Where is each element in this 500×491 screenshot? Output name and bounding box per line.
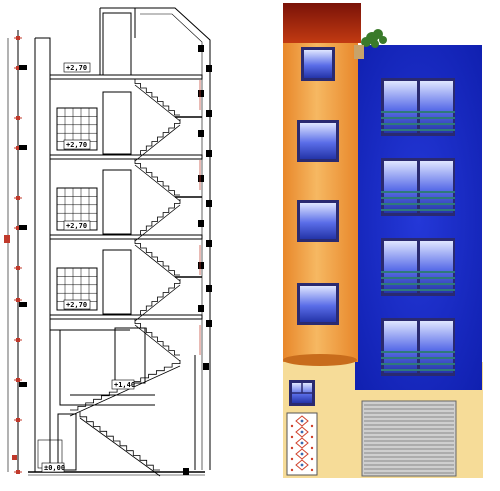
- interior-doors: [102, 12, 132, 315]
- section-outer-walls: [28, 7, 211, 476]
- level-label-4: +2,70: [66, 64, 87, 72]
- level-label-mezzanine: +1,40: [114, 381, 135, 389]
- ground-small-window: [289, 380, 315, 406]
- floor-slabs: [49, 74, 203, 331]
- tower-rounded-base: [283, 354, 357, 366]
- level-labels: +2,70 +2,70 +2,70 +2,70 +1,40 ±0,00: [41, 62, 135, 473]
- building-facade-elevation: [283, 3, 483, 478]
- tower-windows: [297, 47, 339, 325]
- roof-parapet: [283, 3, 361, 43]
- level-tag: +2,70: [63, 62, 91, 73]
- ground-floor-detail: [37, 327, 155, 471]
- wing-windows: [381, 78, 455, 376]
- entrance-door: [286, 412, 318, 476]
- level-tag: +2,70: [63, 299, 91, 310]
- level-label-2: +2,70: [66, 222, 87, 230]
- vertical-dimension-line: [4, 30, 27, 474]
- rolling-shutter: [361, 400, 457, 477]
- building-section-drawing: [4, 7, 212, 477]
- level-tag: +1,40: [111, 379, 135, 390]
- level-tag: +2,70: [63, 220, 91, 231]
- level-label-3: +2,70: [66, 141, 87, 149]
- roof-plant-icon: [354, 29, 387, 59]
- level-label-1: +2,70: [66, 301, 87, 309]
- level-tag: ±0,00: [41, 462, 65, 473]
- tiled-walls: [56, 107, 98, 311]
- level-label-ground: ±0,00: [44, 464, 65, 472]
- staircase-flights: [69, 79, 202, 477]
- stair-tower-openings: [183, 45, 212, 475]
- level-tag: +2,70: [63, 139, 91, 150]
